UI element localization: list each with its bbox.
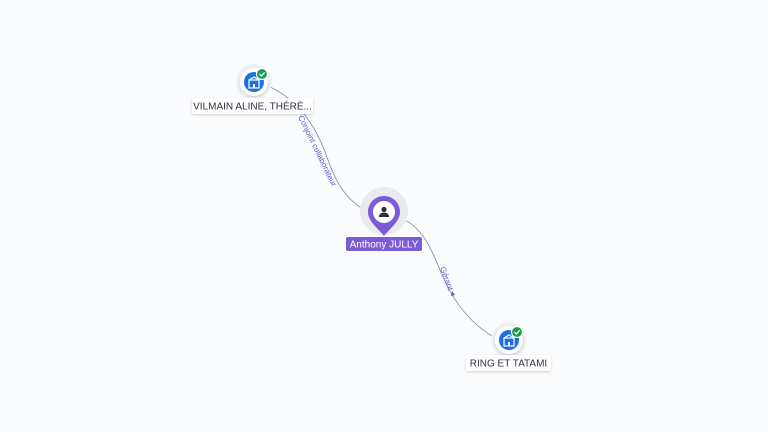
user-icon [378, 206, 390, 217]
arrow-icon [451, 291, 455, 296]
verified-badge-icon [510, 325, 524, 339]
edge-line [399, 217, 496, 339]
node-label-box [346, 237, 422, 251]
node-label: Anthony JULLY [350, 240, 419, 251]
verified-badge-icon [255, 67, 269, 81]
edge-label: Conjoint collaborateur [296, 114, 338, 188]
node-label-box [192, 98, 313, 114]
node-label: VILMAIN ALINE, THÉRÈ... [193, 100, 312, 113]
edge-label: Gérant [438, 266, 455, 293]
node-label-box [466, 355, 551, 371]
edge-gerant[interactable]: Gérant [399, 217, 496, 339]
company-node-ring-et-tatami[interactable]: RING ET TATAMI [466, 322, 551, 371]
node-label: RING ET TATAMI [470, 359, 547, 370]
person-node-anthony-jully[interactable]: Anthony JULLY [346, 187, 422, 251]
company-node-vilmain[interactable]: VILMAIN ALINE, THÉRÈ... [192, 64, 313, 114]
building-icon [503, 334, 515, 347]
building-icon [248, 76, 260, 89]
